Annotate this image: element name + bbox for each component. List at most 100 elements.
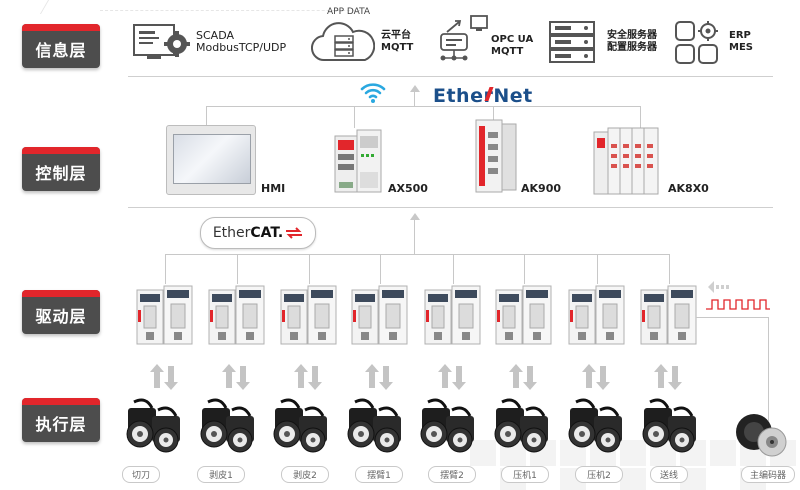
- opc-label: OPC UA MQTT: [491, 34, 533, 58]
- server-line1: 安全服务器: [607, 30, 657, 41]
- servo-drive: [280, 284, 338, 345]
- ethercat-arrows-icon: [286, 227, 303, 239]
- opc-line2: MQTT: [491, 46, 524, 57]
- ethernet-logo-suffix: Net: [493, 85, 533, 107]
- servo-motor: [416, 398, 482, 454]
- uplink-arrowhead-ethernet: [410, 85, 420, 92]
- servo-drive: [351, 284, 409, 345]
- hmi-device: [166, 125, 256, 195]
- ethercat-logo-suffix: CAT.: [250, 225, 284, 241]
- bidirectional-arrow-icon: [437, 364, 467, 390]
- cloud-top-label: APP DATA: [327, 7, 371, 17]
- control-drop-hmi: [206, 106, 207, 128]
- layer-drive-label: 驱动层: [35, 307, 87, 326]
- servo-motor: [343, 398, 409, 454]
- layer-control-label: 控制层: [35, 164, 87, 183]
- drive-drop-line: [380, 254, 381, 284]
- cloud-icon: [311, 20, 376, 70]
- server-line2: 配置服务器: [607, 42, 657, 53]
- drive-bus: [165, 254, 669, 255]
- uplink-arrowhead-ethercat: [410, 213, 420, 220]
- scada-line1: SCADA: [196, 29, 234, 42]
- layer-drive: 驱动层: [22, 290, 100, 334]
- drive-drop-line: [597, 254, 598, 284]
- controller-label-ak900: AK900: [521, 182, 561, 195]
- uplink-line-ethernet: [414, 90, 415, 106]
- drive-drop-line: [165, 254, 166, 284]
- servo-drive: [640, 284, 698, 345]
- erp-label: ERP MES: [729, 30, 753, 54]
- top-decor-line: [100, 0, 360, 11]
- ak8x0-device: [592, 124, 662, 200]
- ethernet-logo-prefix: Ether: [433, 85, 494, 107]
- erp-line2: MES: [729, 42, 753, 53]
- opc-ua-icon: [437, 14, 491, 68]
- actuator-tag: 压机1: [501, 466, 549, 483]
- servo-drive: [136, 284, 194, 345]
- hmi-screen: [173, 134, 251, 184]
- separator-info: [128, 76, 773, 77]
- actuator-tag: 压机2: [575, 466, 623, 483]
- servo-drive: [208, 284, 266, 345]
- control-drop-ak8x0: [640, 106, 641, 128]
- bidirectional-arrow-icon: [364, 364, 394, 390]
- server-icon: [548, 20, 596, 68]
- servo-motor: [122, 398, 188, 454]
- encoder-wire-h: [696, 317, 768, 318]
- servo-motor: [269, 398, 335, 454]
- bidirectional-arrow-icon: [581, 364, 611, 390]
- bidirectional-arrow-icon: [508, 364, 538, 390]
- bidirectional-arrow-icon: [221, 364, 251, 390]
- drive-drop-line: [669, 254, 670, 284]
- wifi-icon: [360, 80, 386, 108]
- cloud-line2: MQTT: [381, 42, 414, 53]
- cloud-line1: 云平台: [381, 30, 411, 41]
- separator-control: [128, 207, 773, 208]
- actuator-tag: 剥皮2: [281, 466, 329, 483]
- pulse-signal-icon: [706, 296, 770, 315]
- actuator-tag: 剥皮1: [197, 466, 245, 483]
- servo-motor: [196, 398, 262, 454]
- main-encoder-device: [734, 408, 790, 462]
- bidirectional-arrow-icon: [149, 364, 179, 390]
- ax500-device: [333, 128, 383, 198]
- actuator-tag: 摆臂1: [355, 466, 403, 483]
- servo-motor: [564, 398, 630, 454]
- scada-icon: [133, 22, 191, 66]
- servo-drive: [568, 284, 626, 345]
- erp-line1: ERP: [729, 30, 751, 41]
- layer-control: 控制层: [22, 147, 100, 191]
- scada-label: SCADA ModbusTCP/UDP: [196, 30, 286, 54]
- layer-info: 信息层: [22, 24, 100, 68]
- opc-line1: OPC UA: [491, 34, 534, 45]
- bidirectional-arrow-icon: [293, 364, 323, 390]
- controller-label-ak8x0: AK8X0: [668, 182, 709, 195]
- control-drop-ax500: [354, 106, 355, 128]
- actuator-tag: 送线: [650, 466, 688, 483]
- server-label: 安全服务器 配置服务器: [607, 30, 657, 54]
- controller-label-hmi: HMI: [261, 182, 286, 195]
- actuator-tag: 摆臂2: [428, 466, 476, 483]
- actuator-tag: 主编码器: [741, 466, 795, 483]
- actuator-tag: 切刀: [122, 466, 160, 483]
- signal-arrow-icon: [706, 279, 736, 299]
- control-drop-ak900: [493, 106, 494, 120]
- control-bus: [206, 106, 640, 107]
- bidirectional-arrow-icon: [653, 364, 683, 390]
- servo-motor: [490, 398, 556, 454]
- layer-actuator: 执行层: [22, 398, 100, 442]
- uplink-line-ethercat: [414, 218, 415, 254]
- ethernet-logo: EtherNet: [433, 85, 533, 107]
- ethercat-logo-prefix: Ether: [212, 225, 251, 241]
- scada-line2: ModbusTCP/UDP: [196, 41, 287, 54]
- servo-drive: [424, 284, 482, 345]
- drive-drop-line: [524, 254, 525, 284]
- encoder-wire-v: [768, 317, 769, 421]
- drive-drop-line: [453, 254, 454, 284]
- layer-info-label: 信息层: [35, 41, 87, 60]
- controller-label-ax500: AX500: [388, 182, 428, 195]
- layer-actuator-label: 执行层: [35, 415, 87, 434]
- drive-drop-line: [237, 254, 238, 284]
- erp-icon: [674, 20, 722, 70]
